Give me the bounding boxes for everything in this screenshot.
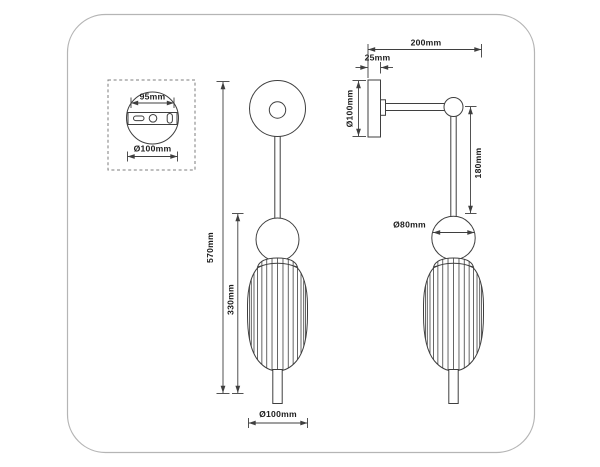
dimension-drop-height: 180mm xyxy=(473,147,483,178)
dimension-total-height: 570mm xyxy=(205,232,215,263)
sphere-side xyxy=(431,215,476,261)
cable-hole xyxy=(148,114,158,123)
dimension-plate-depth: 25mm xyxy=(365,53,391,63)
arm-flange xyxy=(380,99,386,116)
dimension-plate-diameter-side: Ø100mm xyxy=(345,89,355,127)
side-view: 200mm 25mm Ø100mm 180mm Ø80mm xyxy=(345,38,484,404)
sphere-front xyxy=(255,217,300,262)
shade-side xyxy=(424,257,484,404)
mounting-plate-circle xyxy=(126,91,179,145)
image-border xyxy=(66,13,536,454)
dimension-sphere-diameter: Ø80mm xyxy=(393,220,426,230)
wall-plate-side xyxy=(367,79,381,138)
dimension-shade-height: 330mm xyxy=(226,284,236,315)
hanger-rod-side xyxy=(450,111,457,219)
dimension-bracket-width: 95mm xyxy=(140,92,166,102)
shade-front xyxy=(248,257,308,404)
mounting-slot-left xyxy=(133,115,145,122)
dimension-plate-diameter: Ø100mm xyxy=(134,144,172,154)
rod-joint-front xyxy=(268,101,287,119)
front-view: 570mm 330mm Ø100mm xyxy=(205,80,308,428)
arm-bar xyxy=(385,103,446,111)
dimension-arm-length: 200mm xyxy=(411,38,442,48)
mounting-slot-right xyxy=(166,113,173,124)
dimension-shade-diameter: Ø100mm xyxy=(259,409,297,419)
arm-ball-joint xyxy=(443,97,464,117)
mounting-plate-detail-view: 95mm Ø100mm xyxy=(107,79,196,171)
detail-box xyxy=(107,79,196,171)
